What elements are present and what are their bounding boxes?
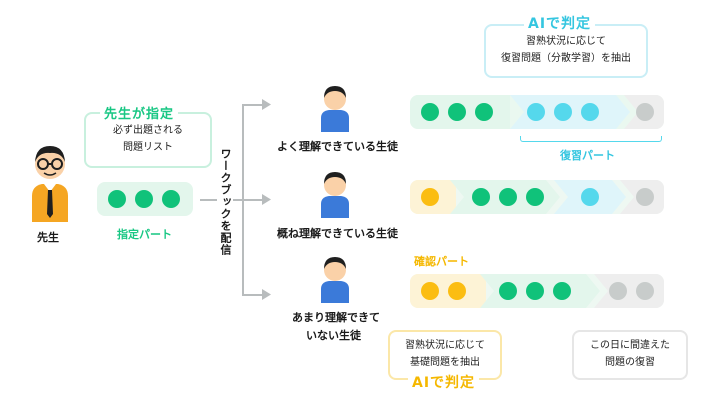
- review-part-label: 復習パート: [560, 149, 615, 162]
- workbook-label: ワークブックを配信: [217, 146, 233, 258]
- student-label-1: よく理解できている生徒: [277, 140, 398, 153]
- designated-dot: [553, 282, 571, 300]
- connector-branch-3: [242, 294, 264, 296]
- review-dot: [554, 103, 572, 121]
- teacher-callout-text-1: 必ず出題される: [113, 125, 183, 136]
- review-dot: [581, 103, 599, 121]
- teacher-callout-text-2: 問題リスト: [123, 142, 173, 153]
- confirm-dot: [421, 282, 439, 300]
- ai-bottom-text-2: 基礎問題を抽出: [410, 357, 480, 368]
- designated-dot: [162, 190, 180, 208]
- student-label-2: 概ね理解できている生徒: [277, 227, 398, 240]
- mistake-dot: [609, 282, 627, 300]
- review-bracket: [520, 136, 662, 142]
- designated-dot: [448, 103, 466, 121]
- ai-bottom-title: AIで判定: [408, 372, 480, 392]
- confirm-part-label: 確認パート: [414, 255, 469, 268]
- student-label-3b: いない生徒: [306, 329, 361, 342]
- mistake-note-text-2: 問題の復習: [605, 357, 655, 368]
- teacher-label: 先生: [37, 231, 59, 244]
- teacher-illustration: [28, 140, 72, 222]
- designated-dot: [475, 103, 493, 121]
- student-avatar-3: [318, 253, 352, 303]
- ai-top-text-2: 復習問題（分散学習）を抽出: [501, 53, 631, 64]
- ai-top-callout: 習熟状況に応じて 復習問題（分散学習）を抽出: [484, 24, 648, 78]
- arrow-head-icon: [262, 99, 271, 110]
- student-avatar-2: [318, 168, 352, 218]
- review-dot: [581, 188, 599, 206]
- mistake-note-text-1: この日に間違えた: [590, 340, 670, 351]
- ai-top-title: AIで判定: [524, 13, 596, 33]
- row-1-track: [410, 95, 664, 129]
- designated-dot: [135, 190, 153, 208]
- ai-top-text-1: 習熟状況に応じて: [526, 36, 606, 47]
- designated-dot: [499, 282, 517, 300]
- designated-dot: [526, 188, 544, 206]
- designated-dot: [108, 190, 126, 208]
- mistake-dot: [636, 103, 654, 121]
- designated-dot: [421, 103, 439, 121]
- student-label-3a: あまり理解できて: [292, 311, 380, 324]
- row-3-track: [410, 274, 664, 308]
- review-dot: [527, 103, 545, 121]
- mistake-note-callout: この日に間違えた 問題の復習: [572, 330, 688, 380]
- mistake-dot: [636, 188, 654, 206]
- designated-dot: [499, 188, 517, 206]
- confirm-dot: [421, 188, 439, 206]
- confirm-dot: [448, 282, 466, 300]
- ai-bottom-text-1: 習熟状況に応じて: [405, 340, 485, 351]
- designated-part-box: [97, 182, 193, 216]
- designated-part-label: 指定パート: [117, 228, 172, 241]
- row-2-track: [410, 180, 664, 214]
- designated-dot: [472, 188, 490, 206]
- designated-dot: [526, 282, 544, 300]
- student-avatar-1: [318, 82, 352, 132]
- teacher-callout-title: 先生が指定: [100, 103, 179, 122]
- arrow-head-icon: [262, 289, 271, 300]
- mistake-dot: [636, 282, 654, 300]
- connector-branch-1: [242, 104, 264, 106]
- connector-branch-2: [242, 199, 264, 201]
- arrow-head-icon: [262, 194, 271, 205]
